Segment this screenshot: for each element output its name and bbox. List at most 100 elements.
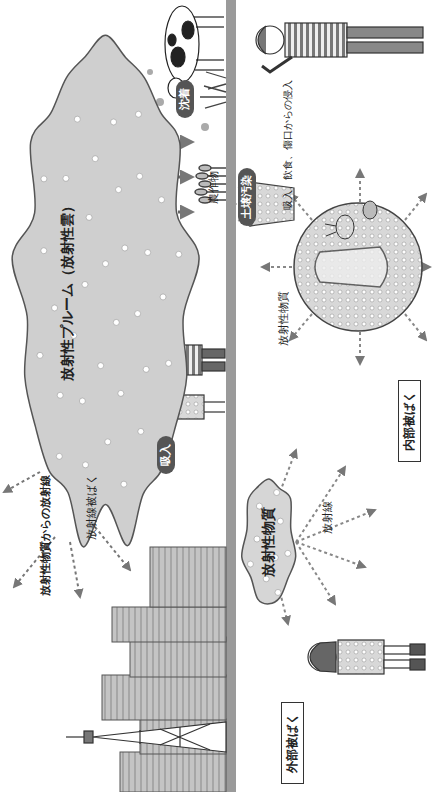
external-exposure-girl <box>308 640 425 674</box>
node-text: 吸入 <box>160 444 172 466</box>
particle-dot <box>143 366 149 372</box>
particle-dot <box>274 490 280 496</box>
particle-dot <box>82 281 88 287</box>
buildings <box>112 607 226 642</box>
node-text: 内部被ばく <box>403 391 416 451</box>
crops <box>195 165 226 203</box>
radiation-rays <box>296 542 365 567</box>
cloud-outline <box>8 17 203 562</box>
label-text: 放射性物質からの放射線 <box>40 475 52 596</box>
buildings <box>150 547 226 607</box>
particle-dot <box>138 428 144 434</box>
particle-dot <box>145 249 151 255</box>
intake-man <box>347 27 423 38</box>
radiation-rays <box>70 542 80 597</box>
tower <box>139 730 140 744</box>
particle-dot <box>176 251 182 257</box>
cow <box>196 59 224 60</box>
tower <box>160 729 210 750</box>
exposure-box: 外部被ばく <box>281 702 304 784</box>
internal-rays <box>359 170 361 202</box>
particle-dot <box>135 311 141 317</box>
particle-dot <box>98 363 104 369</box>
particle-dot <box>275 589 281 595</box>
radiation-rays <box>280 450 296 492</box>
child-figure <box>202 362 225 371</box>
particle-dot <box>159 197 165 203</box>
particle-dot <box>82 462 88 468</box>
cow <box>168 34 176 46</box>
process-pill: 吸入 <box>157 436 175 474</box>
particle-dot <box>137 173 143 179</box>
buildings <box>102 547 226 792</box>
external-exposure-girl <box>410 644 425 655</box>
grass <box>200 72 226 108</box>
node-text: 放射性物質 <box>261 507 276 577</box>
particle-dot <box>285 550 291 556</box>
particle-dot <box>160 294 166 300</box>
intake-man <box>256 23 423 72</box>
cloud-shape <box>12 35 199 547</box>
ground-band <box>226 0 236 792</box>
radiation-rays <box>296 510 375 542</box>
internal-body <box>294 203 422 331</box>
exposure-box: 内部被ばく <box>398 380 421 462</box>
label-text: 吸入、飲食、傷口からの侵入 <box>282 80 293 210</box>
child-figure <box>204 401 225 402</box>
internal-rays <box>262 266 292 268</box>
external-exposure-girl <box>338 640 384 674</box>
label-text: 農作物 <box>208 171 220 204</box>
particle-dot <box>254 536 260 542</box>
radiation-rays <box>4 472 40 492</box>
external-exposure-girl <box>410 659 425 670</box>
falling-particles <box>147 69 153 75</box>
vegetables <box>325 224 336 236</box>
particle-dot <box>135 111 141 117</box>
particle-dot <box>113 319 119 325</box>
vegetables <box>363 201 377 219</box>
radiation-rays <box>296 467 345 542</box>
particle-dot <box>121 481 127 487</box>
particle-dot <box>86 214 92 220</box>
particle-dot <box>263 576 269 582</box>
particle-dot <box>57 392 63 398</box>
particle-dot <box>63 175 69 181</box>
radiation-rays <box>296 542 335 604</box>
particle-dot <box>166 360 172 366</box>
vegetables <box>325 201 377 239</box>
particle-dot <box>247 561 253 567</box>
process-pill: 土壌汚染 <box>238 168 256 226</box>
intake-man <box>258 26 266 54</box>
internal-rays <box>405 314 426 340</box>
intake-man <box>347 42 423 53</box>
child-figure <box>204 411 225 412</box>
particle-dot <box>103 261 109 267</box>
particle-dot <box>122 245 128 251</box>
internal-rays <box>405 194 426 220</box>
buildings <box>120 752 226 792</box>
internal-rays <box>359 332 361 364</box>
crops <box>196 173 208 179</box>
internal-rays <box>290 314 312 340</box>
tower <box>92 722 226 752</box>
label-text: 放射性物質 <box>278 291 290 346</box>
external-exposure-girl <box>310 642 336 672</box>
internal-body <box>294 203 422 331</box>
particle-dot <box>277 518 283 524</box>
cow <box>196 26 224 27</box>
tower <box>66 736 84 737</box>
particle-dot <box>37 352 43 358</box>
tower <box>66 722 226 752</box>
crops <box>195 189 207 195</box>
intake-man <box>262 57 292 72</box>
vegetables <box>336 215 354 239</box>
node-text: 土壌汚染 <box>241 175 253 219</box>
particle-dot <box>74 116 80 122</box>
node-text: 放射性プルーム（放射性雲） <box>60 199 75 381</box>
label-text: 放射線 <box>322 501 334 534</box>
cloud-shape <box>242 479 296 604</box>
internal-rays <box>422 266 430 268</box>
buildings <box>130 637 226 677</box>
particle-dot <box>56 453 62 459</box>
